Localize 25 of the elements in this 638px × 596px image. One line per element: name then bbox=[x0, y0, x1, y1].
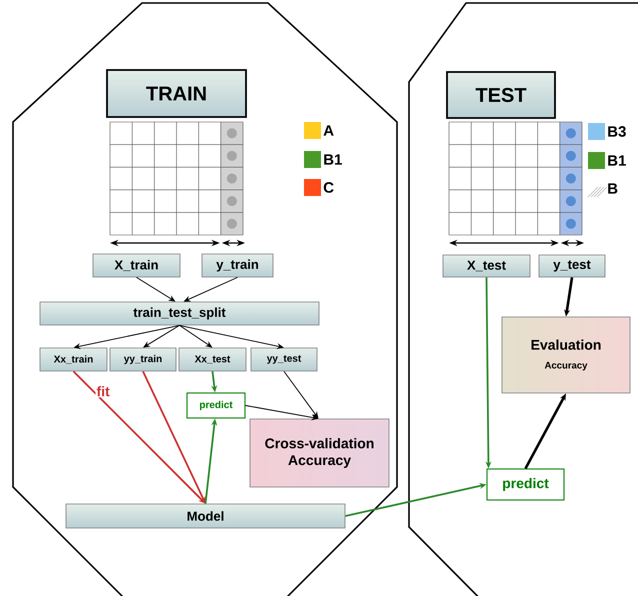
process-box: X_test bbox=[442, 254, 530, 278]
legend-label: B1 bbox=[324, 154, 342, 165]
process-box: yy_train bbox=[110, 348, 176, 372]
process-box: X_train bbox=[92, 254, 180, 278]
legend-label: A bbox=[324, 125, 334, 136]
process-box: yy_test bbox=[250, 348, 318, 372]
result-box: Evaluation Accuracy bbox=[502, 316, 630, 394]
legend-label: B3 bbox=[608, 126, 626, 137]
title-box: TEST bbox=[446, 71, 556, 119]
title-box: TRAIN bbox=[106, 69, 247, 118]
octagon-panel bbox=[12, 2, 398, 596]
legend-label: B bbox=[608, 183, 618, 194]
edge-label: fit bbox=[96, 385, 111, 398]
process-box: Xx_test bbox=[178, 348, 246, 372]
result-box: Cross-validation Accuracy bbox=[250, 418, 390, 488]
legend-label: C bbox=[324, 182, 334, 193]
legend-label: B1 bbox=[608, 155, 626, 166]
predict-box: predict bbox=[186, 392, 246, 418]
process-box: y_test bbox=[538, 254, 606, 278]
process-box: Xx_train bbox=[40, 348, 108, 372]
process-box: y_train bbox=[202, 254, 274, 278]
octagon-panel bbox=[408, 2, 638, 596]
process-box: train_test_split bbox=[40, 302, 320, 326]
predict-box: predict bbox=[486, 468, 564, 500]
process-box: Model bbox=[66, 504, 346, 528]
